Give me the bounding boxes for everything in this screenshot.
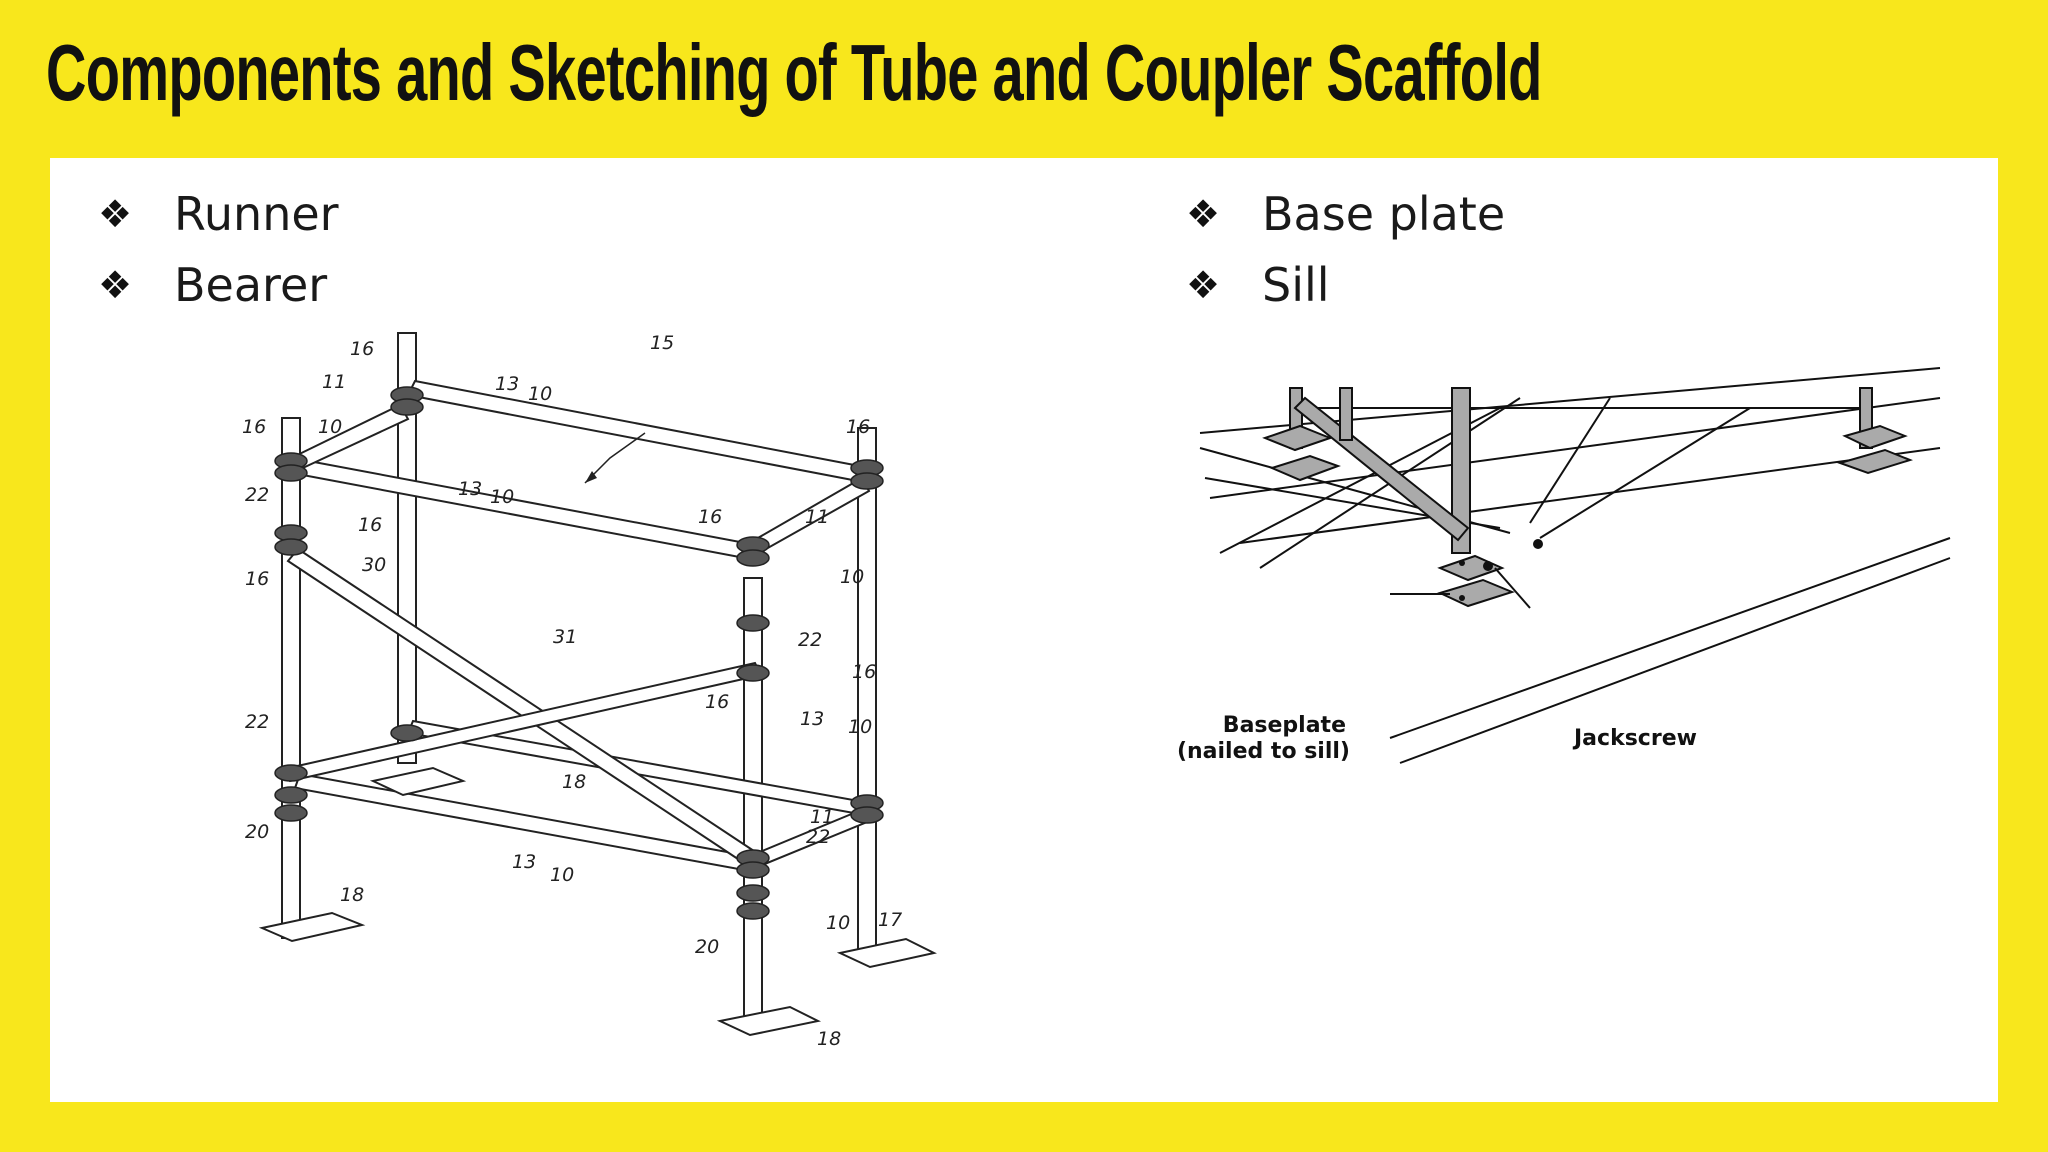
bullet-bearer: ❖ Bearer [98,249,339,320]
figure-label: 16 [350,338,374,360]
figure-label: 11 [322,371,346,393]
bullet-label: Base plate [1262,186,1506,241]
figure-label: 16 [705,691,729,713]
figure-label: 13 [458,478,482,500]
baseplate-sublabel: (nailed to sill) [1177,739,1350,764]
figure-label: 20 [695,936,719,958]
figure-label: 22 [245,484,269,506]
left-bullet-list: ❖ Runner ❖ Bearer [98,178,339,320]
figure-label: 13 [512,851,536,873]
figure-label: 13 [495,373,519,395]
figure-label: 20 [245,821,269,843]
figure-label: 15 [650,332,674,354]
figure-label: 22 [806,826,830,848]
diamond-bullet-icon: ❖ [1186,191,1221,236]
baseplate-label: Baseplate [1223,713,1346,738]
baseplate-sill-figure: Baseplate (nailed to sill) Jackscrew [1177,367,1951,764]
figure-label: 10 [528,383,552,405]
bullet-base-plate: ❖ Base plate [1186,178,1505,249]
jackscrew-label: Jackscrew [1572,726,1697,751]
figure-label: 30 [362,554,386,576]
figure-label: 10 [318,416,342,438]
bullet-runner: ❖ Runner [98,178,339,249]
diamond-bullet-icon: ❖ [98,262,133,307]
figure-label: 16 [358,514,382,536]
figure-label: 16 [242,416,266,438]
slide-title: Components and Sketching of Tube and Cou… [46,28,1542,117]
figure-label: 22 [798,629,822,651]
bullet-label: Bearer [174,257,328,312]
figure-label: 11 [810,806,834,828]
figure-label: 10 [848,716,872,738]
figure-label: 11 [805,506,829,528]
figure-label: 10 [550,864,574,886]
content-panel: ❖ Runner ❖ Bearer ❖ Base plate ❖ Sill [50,158,1998,1102]
diamond-bullet-icon: ❖ [1186,262,1221,307]
figure-label: 16 [852,661,876,683]
figure-label: 31 [553,626,577,648]
figure-label: 18 [340,884,364,906]
figure-label: 22 [245,711,269,733]
right-bullet-list: ❖ Base plate ❖ Sill [1186,178,1505,320]
figure-label: 18 [817,1028,841,1050]
figure-label: 18 [562,771,586,793]
scaffold-sketch-figure: 16 15 11 13 10 16 10 16 13 10 22 16 16 1… [242,332,937,1050]
bullet-sill: ❖ Sill [1186,249,1505,320]
bullet-label: Runner [174,186,339,241]
figure-label: 17 [878,909,902,931]
diamond-bullet-icon: ❖ [98,191,133,236]
figure-label: 16 [846,416,870,438]
figure-label: 10 [826,912,850,934]
figure-label: 16 [245,568,269,590]
figure-label: 13 [800,708,824,730]
figure-label: 10 [840,566,864,588]
figure-label: 16 [698,506,722,528]
bullet-label: Sill [1262,257,1330,312]
figure-label: 10 [490,486,514,508]
